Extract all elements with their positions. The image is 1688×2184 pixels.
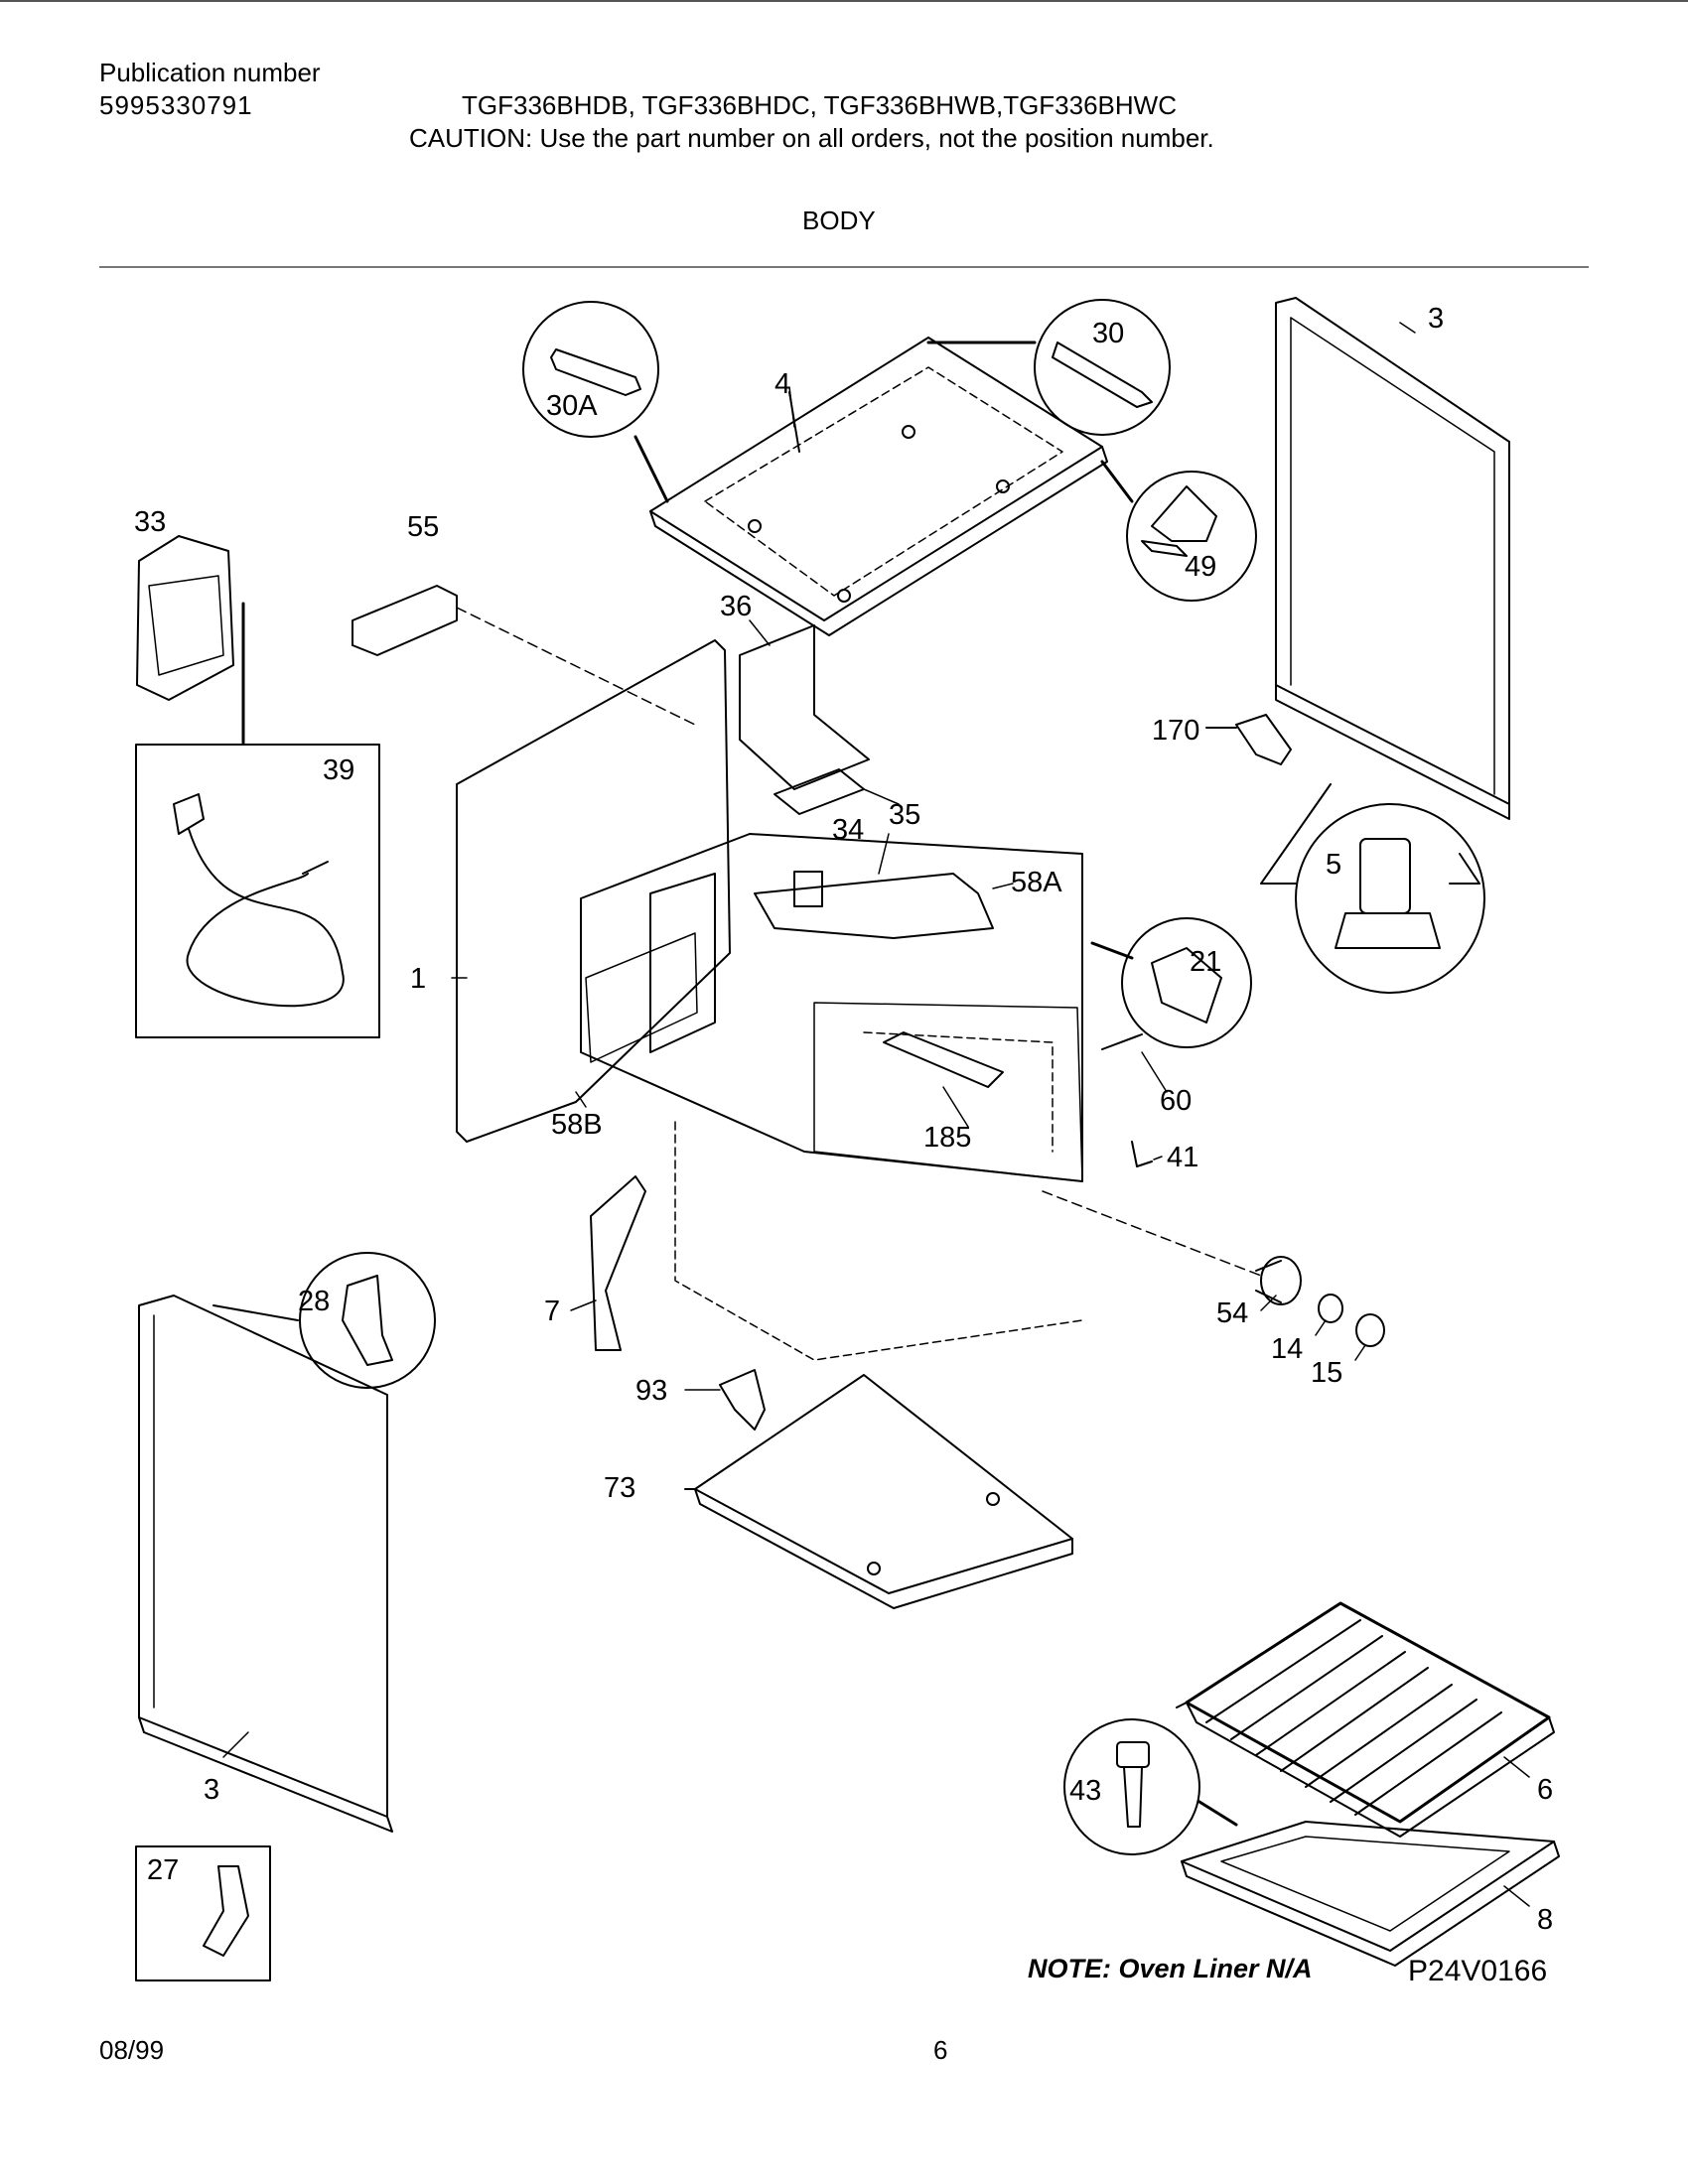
callout-58b: 58B [551,1109,603,1141]
part-185-burner [883,1031,1004,1088]
part-58a-insulation [754,873,994,939]
callout-14: 14 [1271,1333,1303,1365]
oven-cavity-body [580,833,1083,1361]
part-21-clip-detail [1090,917,1252,1048]
callout-3-right: 3 [1428,303,1444,335]
callout-185: 185 [923,1122,971,1154]
callout-30a: 30A [546,390,598,422]
callout-35: 35 [889,799,920,831]
callout-7: 7 [544,1296,560,1327]
part-39-power-cord [135,744,380,1038]
part-1-back-panel [456,639,731,1143]
callout-170: 170 [1152,715,1199,747]
part-60-41-hardware [1101,1033,1153,1167]
part-7-door-hinge [590,1175,646,1351]
part-55-channel [352,585,696,726]
part-54-14-15-light-assembly [1042,1190,1385,1347]
footer-date: 08/99 [99,2035,165,2065]
part-4-top-panel [649,337,1108,636]
part-36-heat-shield [739,624,870,790]
part-3-right-side-panel [1275,297,1510,820]
section-title: BODY [802,205,876,235]
callout-34: 34 [832,814,864,846]
leader-lines [222,322,1530,1907]
part-30a-clip-detail [522,301,669,503]
callout-8: 8 [1537,1904,1553,1936]
page-number: 6 [933,2035,948,2065]
callout-3-left: 3 [204,1774,219,1806]
part-3-left-side-panel [138,1295,393,1833]
callout-39: 39 [323,754,354,786]
diagram-code: P24V0166 [1408,1955,1547,1987]
callout-73: 73 [604,1472,635,1504]
callout-33: 33 [134,506,166,538]
callout-6: 6 [1537,1774,1553,1806]
part-49-bracket-detail [1100,460,1257,602]
callout-27: 27 [147,1854,179,1886]
part-28-clip-detail [212,1252,436,1389]
callout-4: 4 [774,368,790,400]
callout-49: 49 [1185,551,1216,583]
callout-55: 55 [407,511,439,543]
callout-30: 30 [1092,318,1124,349]
header-separator [99,266,1589,268]
part-170-bracket [1205,714,1292,765]
callout-5: 5 [1326,849,1341,881]
callout-labels: 4 3 30A 30 49 33 55 36 170 39 35 34 5 58… [134,303,1553,1987]
model-numbers: TGF336BHDB, TGF336BHDC, TGF336BHWB,TGF33… [462,90,1177,120]
callout-60: 60 [1160,1085,1192,1117]
callout-36: 36 [720,591,752,622]
callout-93: 93 [635,1375,667,1407]
oven-liner-note: NOTE: Oven Liner N/A [1028,1954,1313,1983]
publication-number: 5995330791 [99,90,253,120]
callout-21: 21 [1190,946,1221,978]
callout-41: 41 [1167,1142,1198,1173]
callout-54: 54 [1216,1297,1248,1329]
part-93-73-bottom-panel [684,1369,1073,1609]
top-rule [0,0,1688,2]
callout-28: 28 [298,1286,330,1317]
callout-1: 1 [410,963,426,995]
callout-15: 15 [1311,1357,1342,1389]
part-5-leveling-leg-detail [1260,783,1485,994]
part-43-bolt-detail [1063,1718,1238,1855]
part-33-terminal-cover [136,535,245,745]
part-27-clip [135,1845,271,1981]
publication-label: Publication number [99,58,321,87]
part-30-clip-detail [926,299,1171,436]
callout-43: 43 [1069,1775,1101,1807]
part-8-oven-bottom [1181,1821,1560,1967]
part-6-oven-rack [1176,1601,1555,1838]
caution-note: CAUTION: Use the part number on all orde… [409,123,1214,153]
callout-58a: 58A [1011,867,1062,898]
